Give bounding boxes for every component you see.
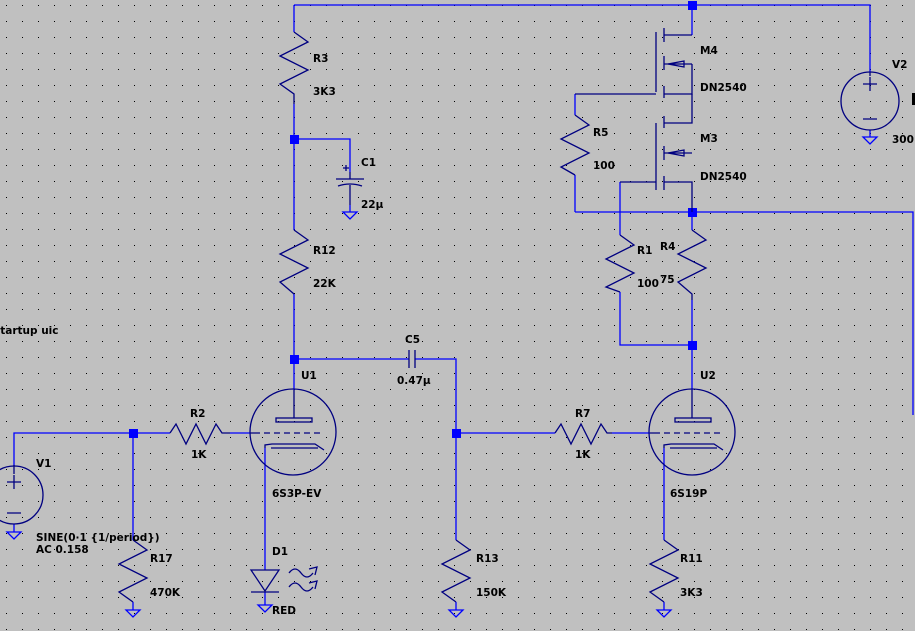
resistor-r5[interactable] [559, 114, 591, 176]
u2-value[interactable]: 6S19P [670, 488, 707, 500]
r5-value[interactable]: 100 [593, 160, 615, 172]
d1-value[interactable]: RED [272, 605, 296, 617]
c1-name: C1 [361, 157, 376, 169]
r11-value[interactable]: 3K3 [680, 587, 703, 599]
u1-value[interactable]: 6S3P-EV [272, 488, 322, 500]
c1-value[interactable]: 22µ [361, 199, 384, 211]
c5-name: C5 [405, 334, 420, 346]
v1-name: V1 [36, 458, 51, 470]
r12-name: R12 [313, 245, 336, 257]
capacitor-c5[interactable] [408, 350, 416, 368]
resistor-r4[interactable] [676, 229, 708, 300]
u2-name: U2 [700, 370, 716, 382]
resistor-r13[interactable] [440, 539, 472, 603]
r4-name: R4 [660, 241, 675, 253]
ground-symbols [5, 136, 879, 618]
v2-value[interactable]: 300 [892, 134, 914, 146]
r2-value[interactable]: 1K [191, 449, 207, 461]
led-d1[interactable] [249, 566, 318, 593]
v1-ac[interactable]: AC 0.158 [36, 544, 89, 556]
r17-value[interactable]: 470K [150, 587, 181, 599]
m3-name: M3 [700, 133, 718, 145]
r4-value[interactable]: 75 [660, 274, 675, 286]
m3-value[interactable]: DN2540 [700, 171, 747, 183]
resistor-r12[interactable] [278, 229, 310, 295]
spice-directive[interactable]: startup uic [0, 325, 59, 337]
v2-name: V2 [892, 59, 907, 71]
r11-name: R11 [680, 553, 703, 565]
resistor-r1[interactable] [604, 234, 636, 293]
resistor-r3[interactable] [278, 31, 310, 104]
m4-name: M4 [700, 45, 718, 57]
r3-value[interactable]: 3K3 [313, 86, 336, 98]
voltage-source-v1[interactable] [0, 465, 44, 525]
r3-name: R3 [313, 53, 328, 65]
mosfet-m4[interactable] [575, 28, 693, 98]
v1-value[interactable]: SINE(0·1 {1/period}) [36, 532, 160, 544]
r7-name: R7 [575, 408, 590, 420]
r13-name: R13 [476, 553, 499, 565]
resistor-r11[interactable] [648, 539, 680, 603]
resistor-r17[interactable] [117, 539, 149, 603]
d1-name: D1 [272, 546, 288, 558]
r2-name: R2 [190, 408, 205, 420]
triode-u2[interactable] [648, 388, 736, 476]
r5-name: R5 [593, 127, 608, 139]
r13-value[interactable]: 150K [476, 587, 507, 599]
r1-name: R1 [637, 245, 652, 257]
voltage-source-v2[interactable] [840, 71, 900, 131]
r12-value[interactable]: 22K [313, 278, 337, 290]
resistor-r2[interactable] [169, 422, 230, 446]
m4-value[interactable]: DN2540 [700, 82, 747, 94]
r17-name: R17 [150, 553, 173, 565]
c5-value[interactable]: 0.47µ [397, 375, 431, 387]
junctions [129, 1, 697, 438]
r7-value[interactable]: 1K [575, 449, 591, 461]
resistor-r7[interactable] [554, 422, 612, 446]
r1-value[interactable]: 100 [637, 278, 659, 290]
capacitor-c1[interactable] [336, 165, 364, 205]
v2-offscreen-label [912, 93, 915, 105]
triode-u1[interactable] [249, 388, 337, 476]
u1-name: U1 [301, 370, 317, 382]
mosfet-m3[interactable] [620, 94, 693, 212]
